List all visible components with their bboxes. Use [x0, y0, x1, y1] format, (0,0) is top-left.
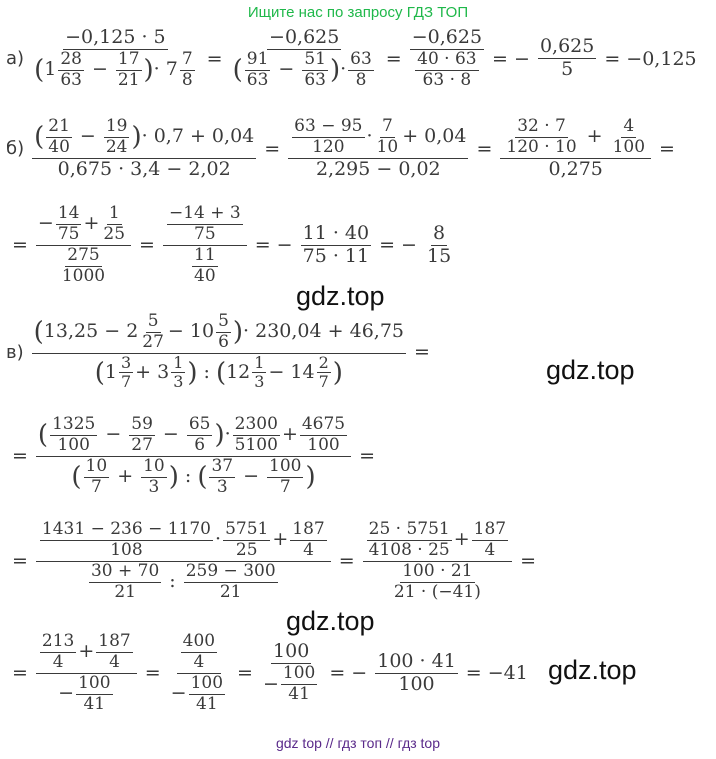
result: = −41	[465, 662, 528, 685]
watermark: gdz.top	[548, 655, 637, 685]
result: = −0,125	[604, 47, 697, 70]
label-a: а)	[6, 48, 25, 70]
fraction: 100 · 41 100	[375, 649, 458, 695]
watermark: gdz.top	[296, 281, 385, 311]
fraction: 0,625 5	[537, 35, 597, 81]
watermark: gdz.top	[286, 606, 375, 636]
label-b: б)	[6, 138, 25, 160]
label-v: в)	[6, 341, 24, 363]
footer-links[interactable]: gdz top // гдз топ // гдз top	[275, 735, 441, 751]
watermark: gdz.top	[546, 355, 635, 385]
search-banner[interactable]: Ищите нас по запросу ГДЗ ТОП	[247, 4, 469, 21]
fraction: 11 · 40 75 · 11	[300, 221, 372, 267]
fraction: 8 15	[426, 221, 452, 267]
